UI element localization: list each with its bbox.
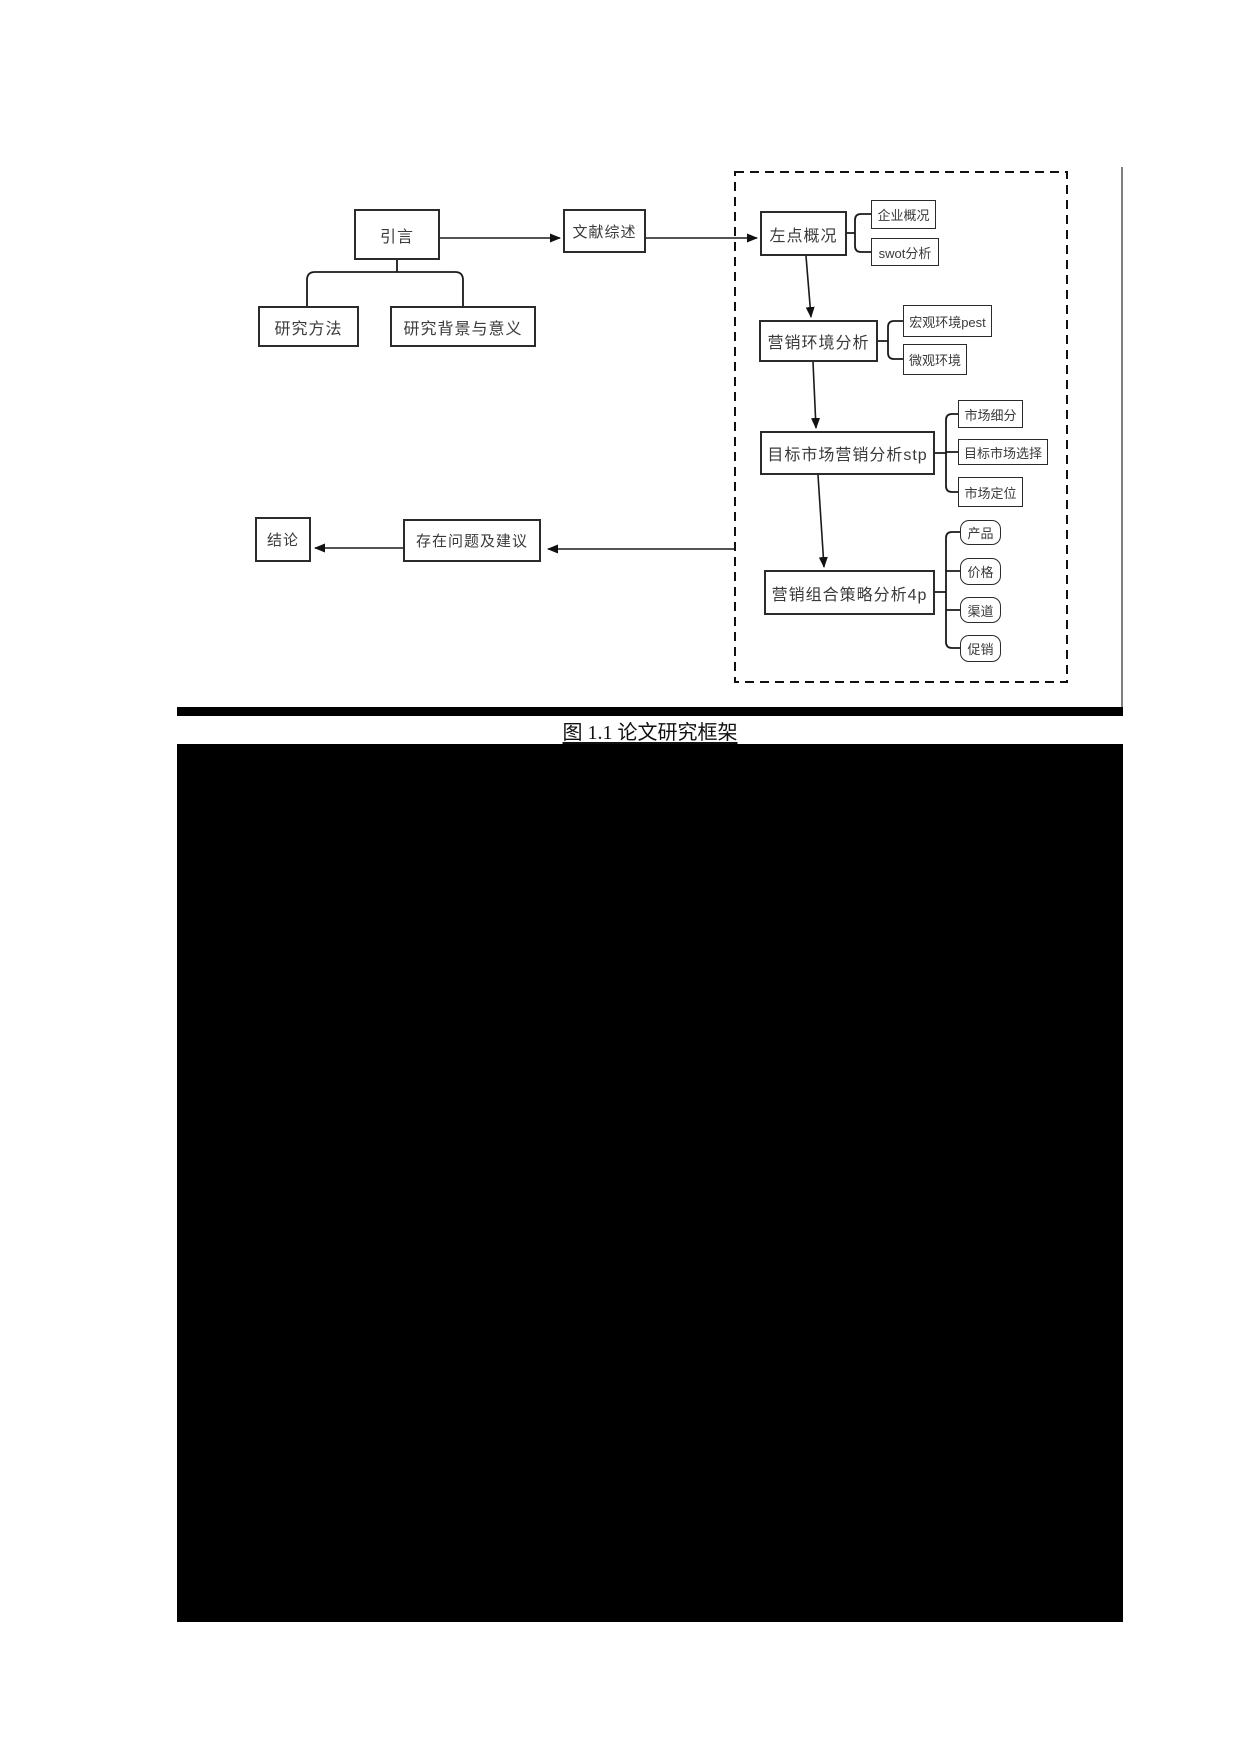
node-target-market-selection: 目标市场选择 [958, 439, 1048, 465]
node-research-background: 研究背景与意义 [390, 306, 536, 347]
node-market-segmentation: 市场细分 [958, 400, 1023, 428]
node-introduction: 引言 [354, 209, 440, 260]
node-research-methods: 研究方法 [258, 306, 359, 347]
figure-caption-text: 图 1.1 论文研究框架 [562, 722, 738, 744]
node-conclusion: 结论 [255, 517, 311, 562]
node-product: 产品 [960, 520, 1001, 545]
bracket-stp-children [935, 413, 958, 493]
node-problems-suggestions: 存在问题及建议 [403, 519, 541, 562]
node-price: 价格 [960, 558, 1001, 585]
arrow-stp-to-mix4p [817, 474, 828, 568]
thick-divider [177, 707, 1123, 716]
bracket-environment-children [878, 320, 903, 360]
node-channel: 渠道 [960, 597, 1001, 623]
elbow-intro-to-children [306, 260, 464, 306]
node-market-positioning: 市场定位 [958, 477, 1023, 507]
bracket-mix4p-children [935, 531, 960, 649]
bracket-overview-children [847, 213, 871, 253]
node-marketing-environment: 营销环境分析 [759, 320, 878, 362]
figure-caption: 图 1.1 论文研究框架 [177, 717, 1123, 744]
node-micro-environment: 微观环境 [903, 344, 967, 375]
arrow-environment-to-stp [811, 361, 821, 429]
redacted-figure-image [177, 744, 1123, 1622]
node-stp-analysis: 目标市场营销分析stp [760, 431, 935, 475]
node-4p-mix-analysis: 营销组合策略分析4p [764, 570, 935, 615]
dashed-frame [734, 171, 1068, 683]
node-company-overview: 左点概况 [760, 211, 847, 256]
node-swot-analysis: swot分析 [871, 238, 939, 266]
node-macro-environment-pest: 宏观环境pest [903, 305, 992, 337]
node-enterprise-profile: 企业概况 [871, 200, 936, 229]
node-promotion: 促销 [960, 635, 1001, 662]
arrow-overview-to-environment [805, 255, 815, 318]
node-literature-review: 文献综述 [563, 209, 646, 253]
